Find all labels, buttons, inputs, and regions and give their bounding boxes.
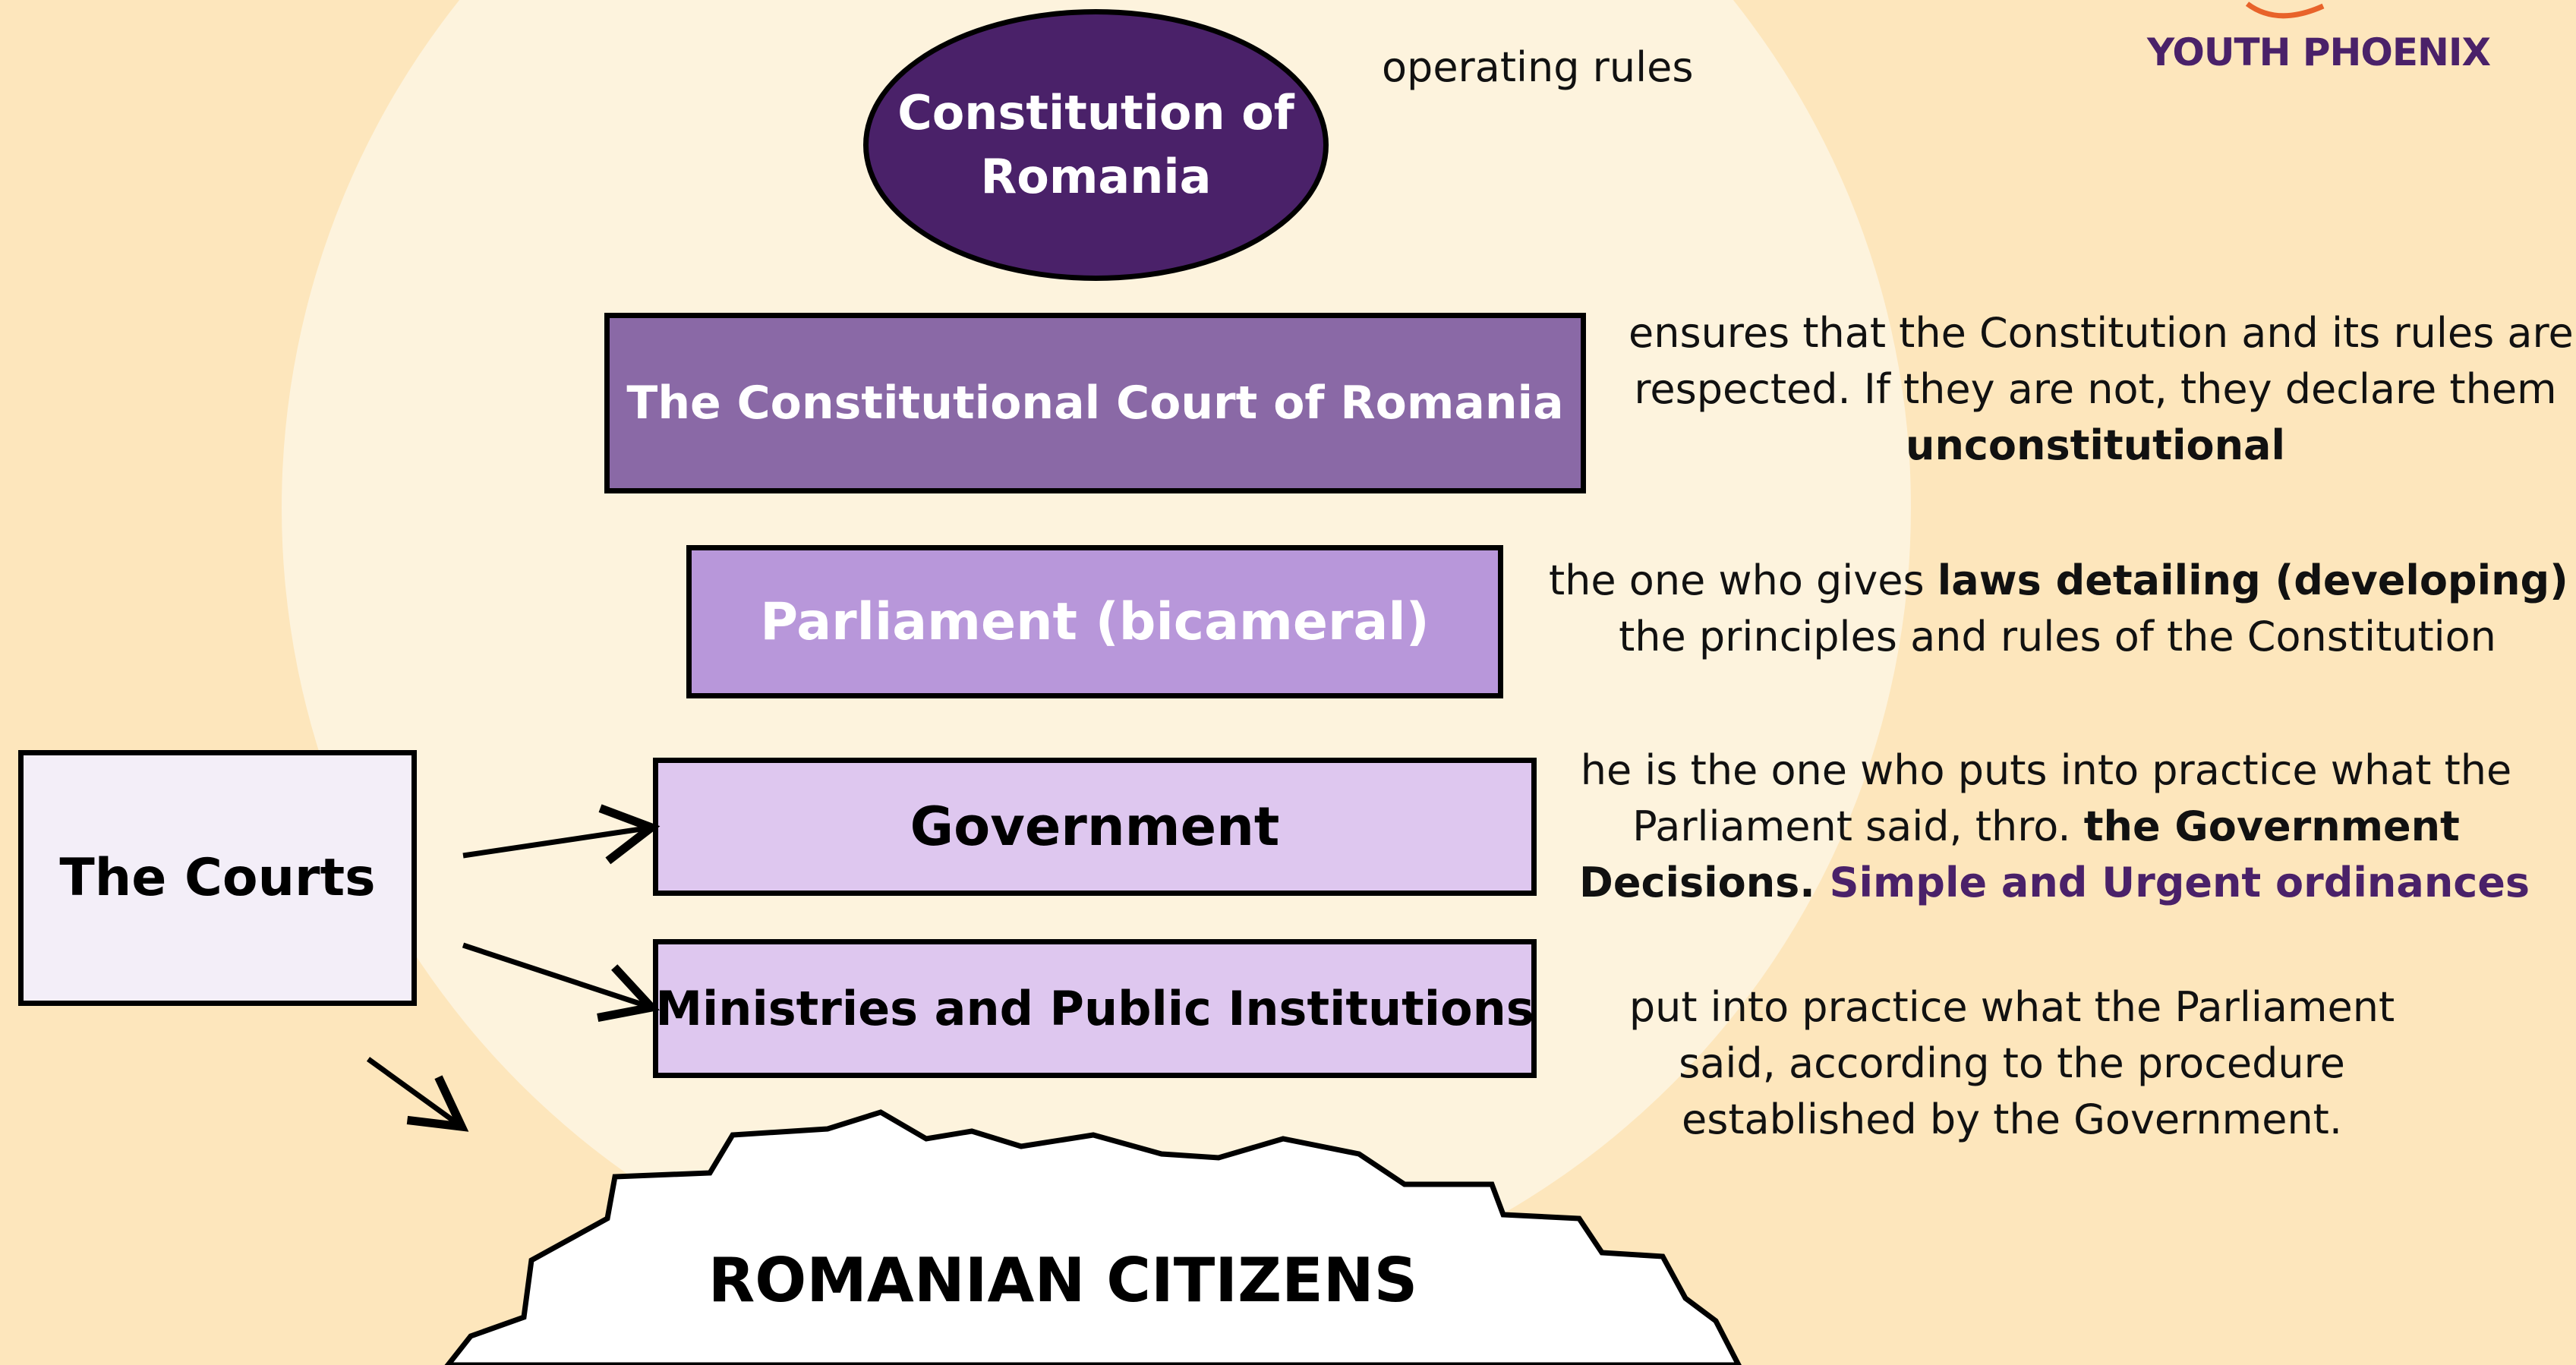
parliament-box: Parliament (bicameral): [686, 545, 1503, 698]
constitutional-court-desc-line3: unconstitutional: [1906, 421, 2285, 469]
citizens-label: ROMANIAN CITIZENS: [708, 1245, 1418, 1316]
parliament-desc-line1-pre: the one who gives: [1549, 556, 1938, 604]
constitutional-court-desc-line1: ensures that the Constitution and its ru…: [1629, 309, 2574, 357]
courts-box: The Courts: [18, 750, 417, 1006]
government-box: Government: [653, 758, 1537, 896]
ministries-description: put into practice what the Parliament sa…: [1617, 979, 2407, 1148]
logo-text: YOUTH PHOENIX: [2147, 30, 2491, 74]
citizens-starburst: [444, 1109, 1742, 1365]
constitution-title-line1: Constitution of: [897, 85, 1294, 140]
arrow-courts-to-government: [462, 804, 661, 865]
government-description: he is the one who puts into practice wha…: [1579, 742, 2530, 911]
government-desc-line3-highlight: Simple and Urgent ordinances: [1815, 859, 2530, 906]
ministries-desc-line3: established by the Government.: [1681, 1095, 2343, 1143]
constitutional-court-box: The Constitutional Court of Romania: [604, 313, 1586, 493]
parliament-desc-line2: the principles and rules of the Constitu…: [1619, 613, 2496, 660]
ministries-box: Ministries and Public Institutions: [653, 939, 1537, 1078]
constitution-node: Constitution of Romania: [863, 9, 1329, 281]
government-desc-line2-bold: the Government: [2083, 802, 2460, 850]
parliament-desc-line1-bold: laws detailing (developing): [1937, 556, 2568, 604]
arrow-courts-to-citizens: [366, 1057, 469, 1132]
constitutional-court-desc-line2: respected. If they are not, they declare…: [1634, 365, 2557, 413]
government-desc-line3-bold: Decisions.: [1579, 859, 1815, 906]
arrow-courts-to-ministries: [462, 942, 660, 1022]
parliament-description: the one who gives laws detailing (develo…: [1549, 553, 2568, 665]
constitutional-court-description: ensures that the Constitution and its ru…: [1629, 305, 2574, 474]
ministries-desc-line2: said, according to the procedure: [1679, 1039, 2345, 1087]
constitution-description: operating rules: [1382, 43, 1694, 91]
government-desc-line1: he is the one who puts into practice wha…: [1580, 746, 2512, 794]
government-desc-line2-pre: Parliament said, thro.: [1632, 802, 2084, 850]
constitution-title-line2: Romania: [980, 149, 1212, 204]
ministries-desc-line1: put into practice what the Parliament: [1629, 983, 2395, 1031]
